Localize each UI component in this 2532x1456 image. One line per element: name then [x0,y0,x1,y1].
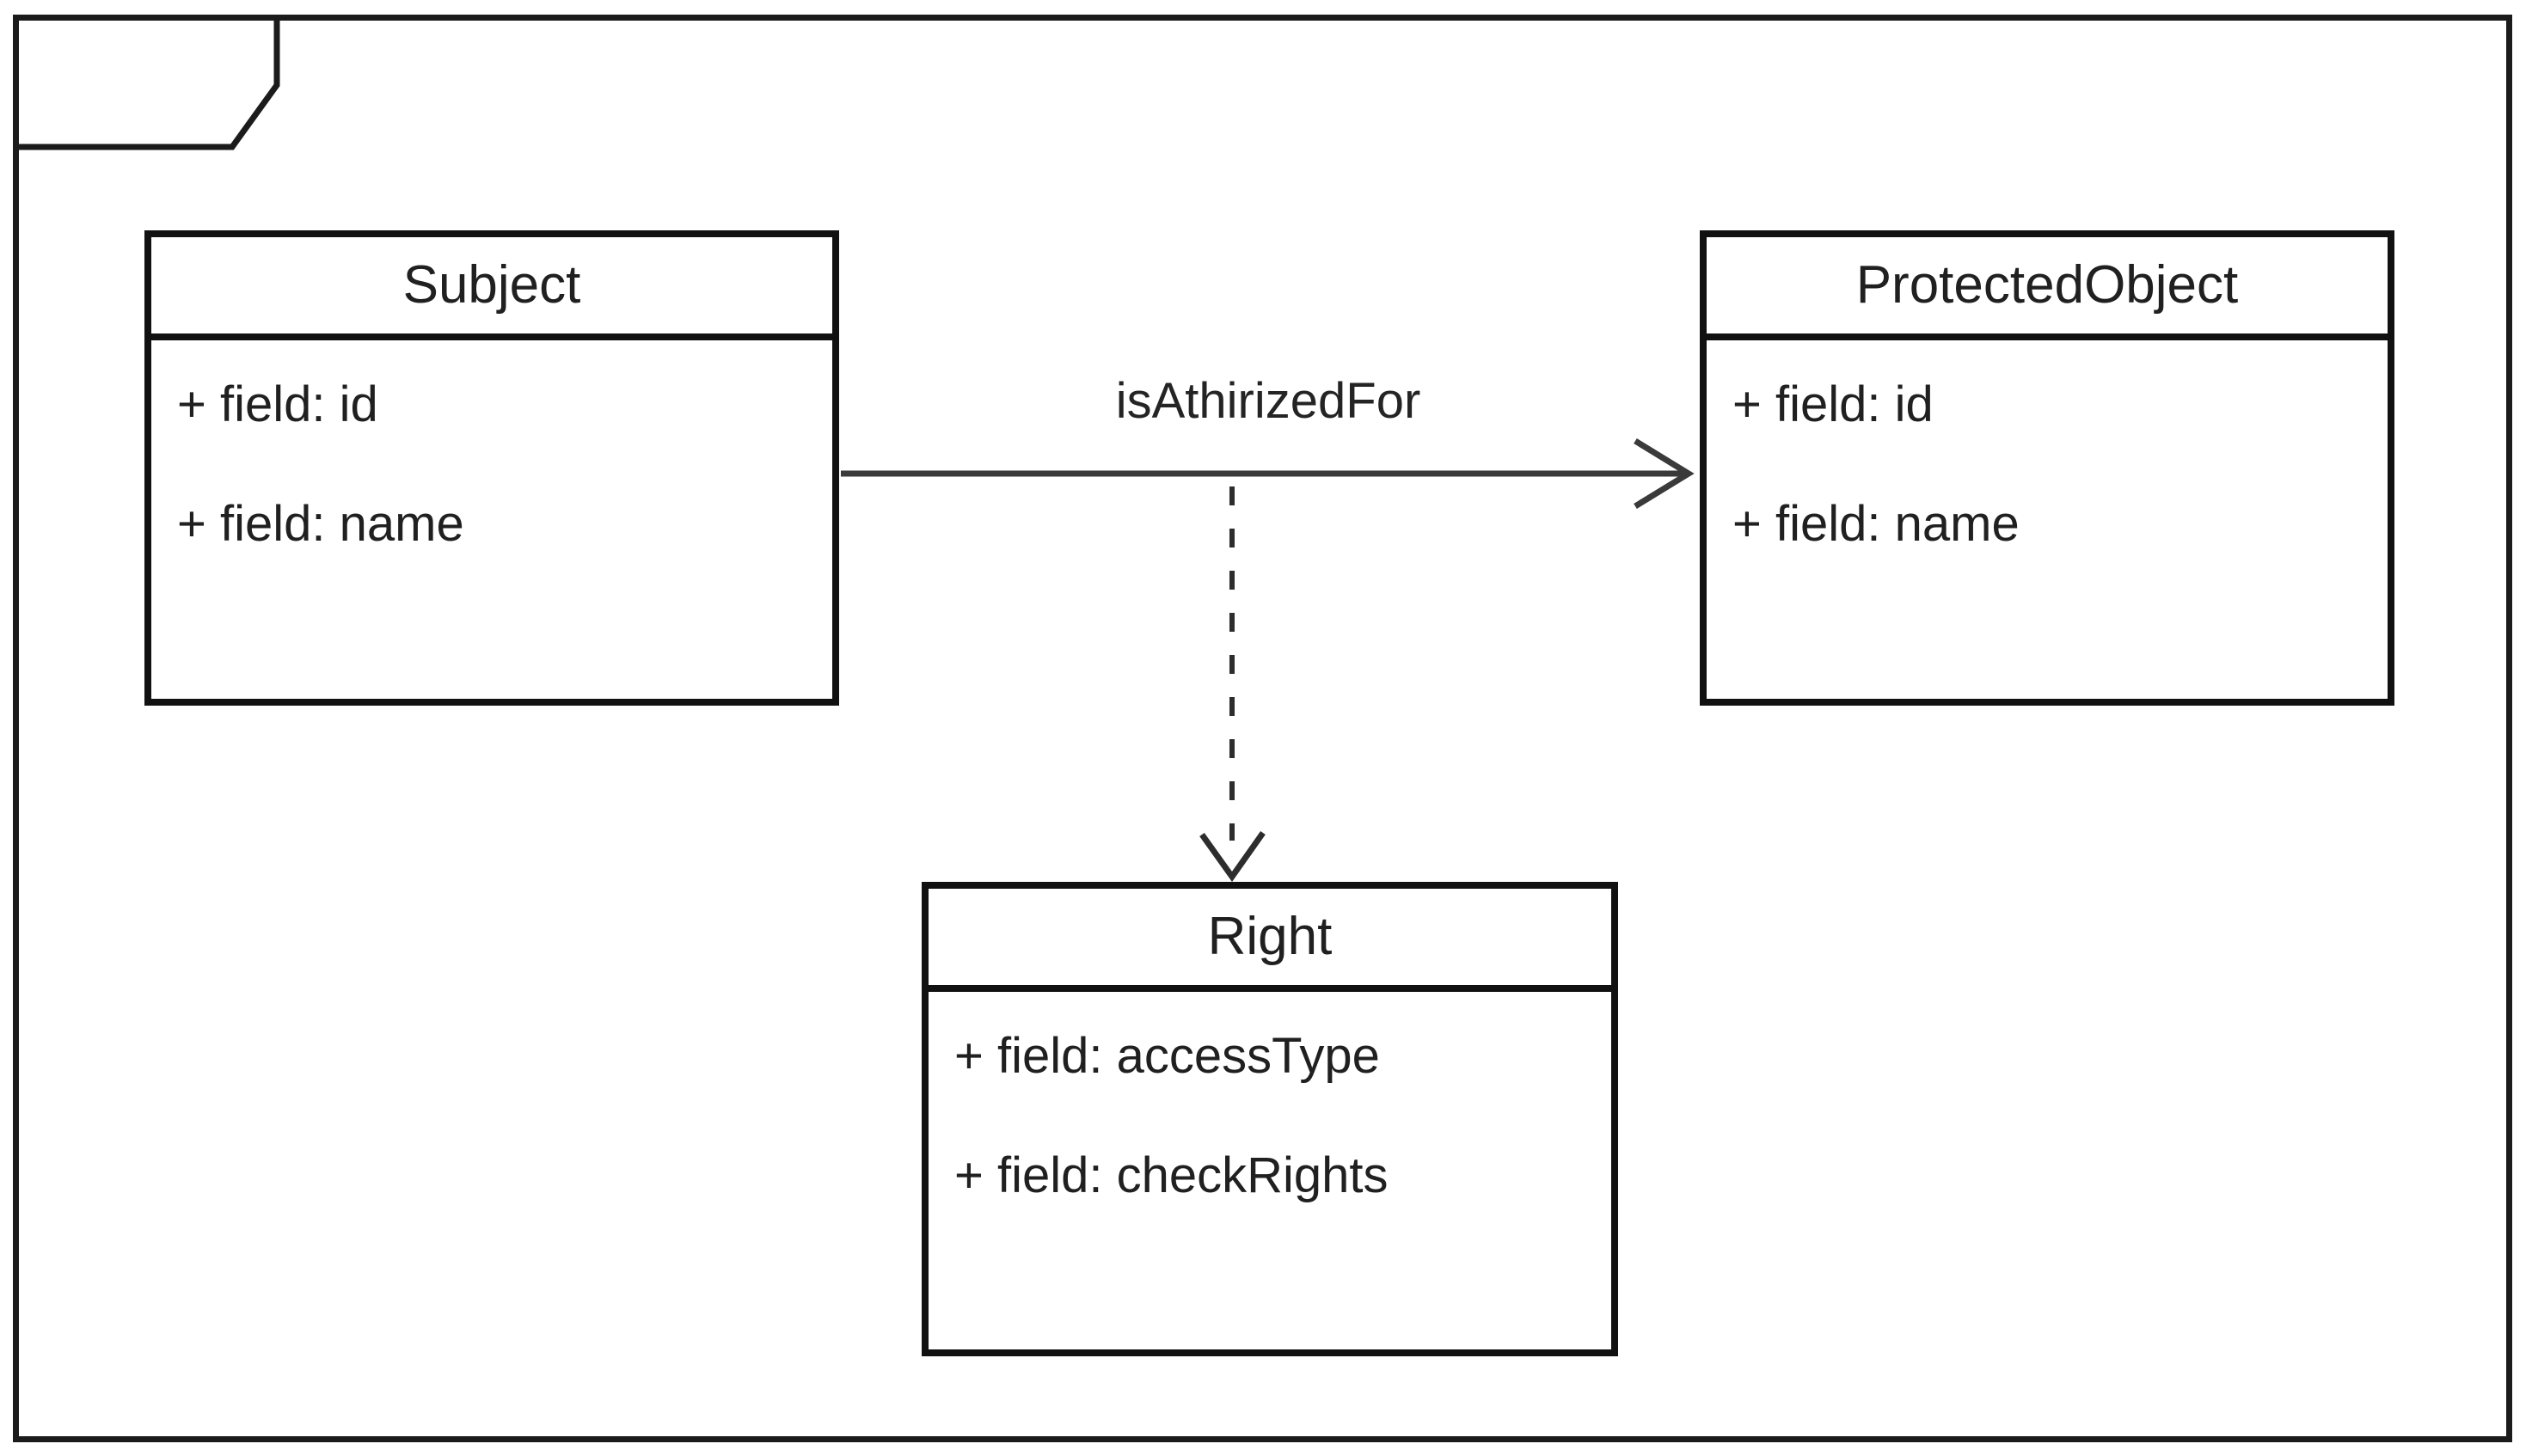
package-tab[interactable] [15,18,280,150]
class-field: + field: id [1732,376,1934,432]
class-title: Right [929,889,1611,992]
association-label: isAthirizedFor [1115,373,1421,429]
class-box-right[interactable]: Right + field: accessType + field: check… [922,882,1618,1356]
class-box-protected-object[interactable]: ProtectedObject + field: id + field: nam… [1700,230,2394,706]
class-field: + field: name [1732,496,2020,552]
class-title: Subject [151,237,832,340]
class-title: ProtectedObject [1707,237,2388,340]
class-box-subject[interactable]: Subject + field: id + field: name [144,230,839,706]
class-field: + field: id [177,376,378,432]
association-open-arrowhead-icon [1634,438,1695,509]
class-field: + field: accessType [954,1028,1380,1084]
dependency-open-arrowhead-icon [1199,830,1266,883]
class-field: + field: checkRights [954,1147,1389,1203]
class-field: + field: name [177,496,464,552]
